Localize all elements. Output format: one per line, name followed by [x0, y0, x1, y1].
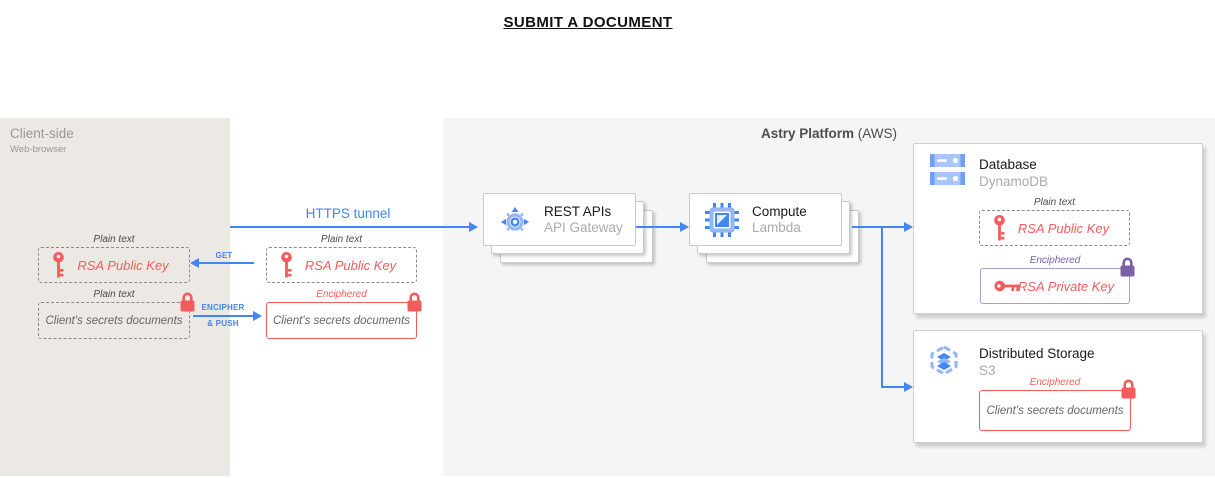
db-public-key-box: Plain text RSA Public Key [979, 197, 1130, 246]
encipher-label-line1: ENCIPHER [201, 303, 245, 312]
page-title: SUBMIT A DOCUMENT [503, 14, 673, 31]
client-panel-subtitle: Web-browser [10, 144, 67, 155]
secrets-text: Client's secrets documents [986, 404, 1124, 417]
client-secrets-box: Plain text Client's secrets documents [38, 289, 195, 339]
client-public-key-box: Plain text RSA Public Key [38, 234, 190, 283]
platform-title-name: Astry Platform [760, 126, 854, 141]
storage-title: Distributed Storage [979, 346, 1095, 361]
database-node: Database DynamoDB Plain text RSA Public … [913, 143, 1203, 314]
secrets-text: Client's secrets documents [272, 314, 411, 327]
api-gateway-icon [499, 205, 531, 235]
private-key-text: RSA Private Key [1017, 278, 1115, 294]
rest-to-compute-arrowhead-icon [680, 222, 689, 232]
encipher-arrowhead-icon [253, 311, 262, 321]
compute-to-storage-arrow [881, 386, 904, 388]
key-icon [52, 252, 65, 279]
plain-text-label: Plain text [93, 289, 135, 300]
get-label: GET [215, 251, 233, 260]
compute-title: Compute [752, 203, 807, 219]
key-icon [994, 280, 1021, 293]
rest-apis-node: REST APIs API Gateway [483, 193, 653, 263]
compute-node: Compute Lambda [689, 193, 859, 263]
enciphered-label: Enciphered [316, 289, 367, 300]
https-tunnel-label: HTTPS tunnel [305, 206, 391, 221]
rest-apis-title: REST APIs [544, 203, 612, 219]
rest-apis-subtitle: API Gateway [544, 219, 623, 235]
compute-branch-line [881, 226, 883, 387]
plain-text-label: Plain text [320, 234, 363, 245]
https-arrowhead-icon [469, 222, 478, 232]
key-icon [993, 215, 1006, 242]
platform-title-suffix: (AWS) [857, 126, 898, 141]
key-icon [280, 252, 293, 279]
rest-apis-card: REST APIs API Gateway [483, 193, 636, 246]
storage-node: Distributed Storage S3 Enciphered Client… [913, 330, 1203, 443]
enciphered-label: Enciphered [1029, 255, 1081, 266]
padlock-icon [179, 291, 196, 313]
db-private-key-box: Enciphered RSA Private Key [980, 255, 1135, 304]
storage-subtitle: S3 [979, 363, 996, 378]
compute-card: Compute Lambda [689, 193, 842, 246]
compute-to-database-arrowhead-icon [904, 222, 913, 232]
compute-to-storage-arrowhead-icon [904, 382, 913, 392]
public-key-text: RSA Public Key [1017, 220, 1110, 236]
padlock-icon [406, 291, 423, 313]
rest-to-compute-arrow [636, 226, 680, 228]
encipher-label-line2: & PUSH [207, 319, 239, 328]
get-arrow [199, 262, 254, 264]
cpu-chip-icon [705, 202, 739, 237]
public-key-text: RSA Public Key [77, 257, 169, 273]
padlock-icon [1120, 378, 1137, 400]
staging-public-key-box: Plain text RSA Public Key [266, 234, 417, 283]
plain-text-label: Plain text [93, 234, 135, 245]
storage-secrets-box: Enciphered Client's secrets documents [979, 377, 1136, 431]
enciphered-label: Enciphered [1029, 377, 1081, 388]
platform-title: Astry Platform (AWS) [443, 126, 1215, 141]
compute-subtitle: Lambda [752, 219, 801, 235]
padlock-icon [1119, 256, 1136, 278]
database-icon [929, 153, 966, 186]
get-arrowhead-icon [190, 258, 199, 268]
storage-icon [930, 345, 958, 376]
client-panel-title: Client-side [10, 126, 74, 141]
staging-secrets-box: Enciphered Client's secrets documents [266, 289, 422, 339]
compute-to-database-arrow [852, 226, 904, 228]
database-subtitle: DynamoDB [979, 174, 1049, 189]
secrets-text: Client's secrets documents [45, 314, 183, 327]
database-title: Database [979, 157, 1037, 172]
plain-text-label: Plain text [1033, 197, 1076, 208]
https-tunnel-arrow [230, 226, 469, 228]
public-key-text: RSA Public Key [304, 257, 397, 273]
encipher-push-arrow [193, 315, 253, 317]
